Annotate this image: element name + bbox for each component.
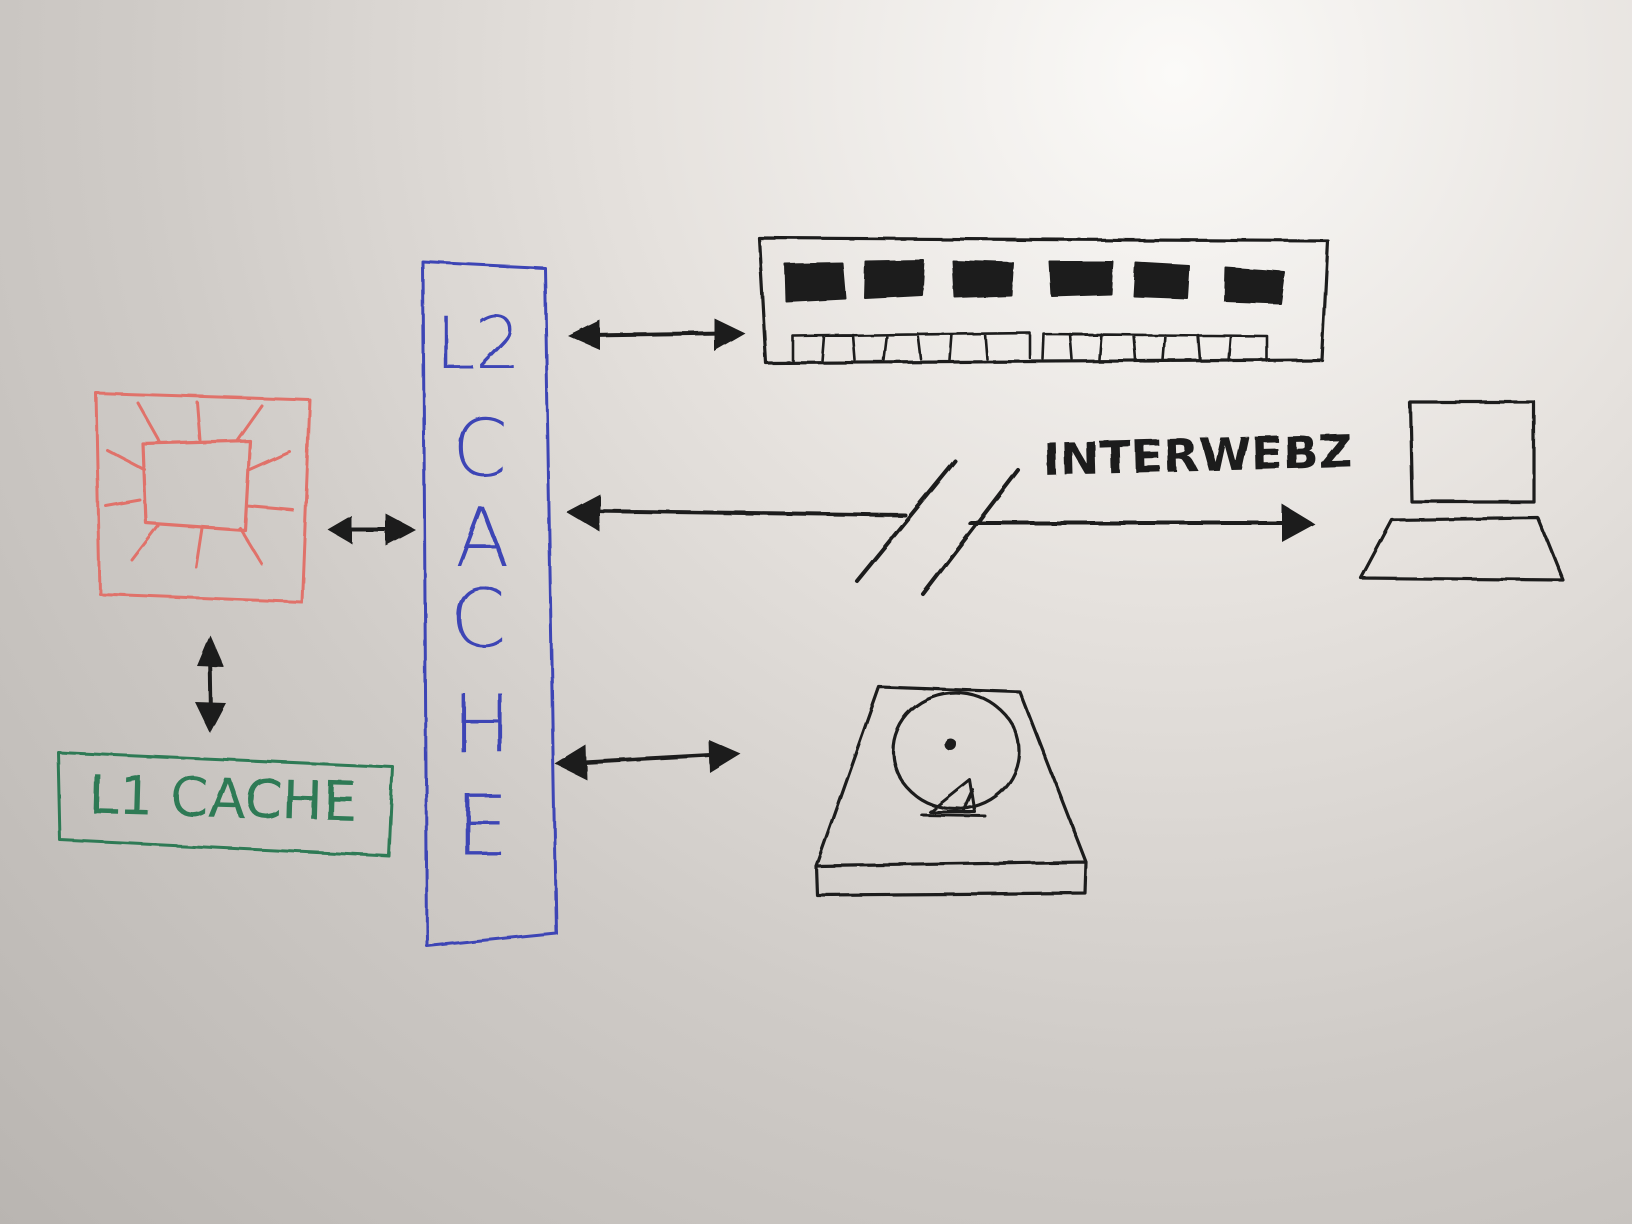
l2-cache-box: L2 C A C H E (421, 260, 558, 948)
l2-cache-label-h: H (452, 678, 512, 771)
l2-cache-label-c2: C (450, 572, 506, 665)
l1-cache-label: L1 CACHE (88, 764, 357, 834)
l2-cache-label-e: E (455, 777, 508, 875)
network-break-marks (855, 459, 1020, 596)
laptop-icon (1359, 400, 1565, 582)
arrow-l2-internet (566, 494, 1315, 542)
arrow-l2-disk (555, 740, 741, 780)
l1-cache-box: L1 CACHE (56, 750, 395, 858)
arrow-l2-ram (568, 318, 745, 351)
l2-cache-label-l2: L2 (435, 301, 521, 385)
cpu-chip-icon (94, 391, 312, 604)
hard-disk-icon (814, 685, 1088, 897)
interwebz-label: INTERWEBZ (1042, 425, 1353, 486)
l2-cache-label-a: A (455, 492, 510, 585)
arrow-cpu-l2 (328, 514, 416, 546)
ram-module-icon (757, 236, 1330, 365)
arrow-cpu-l1 (195, 635, 226, 733)
l2-cache-label-c1: C (452, 402, 508, 495)
